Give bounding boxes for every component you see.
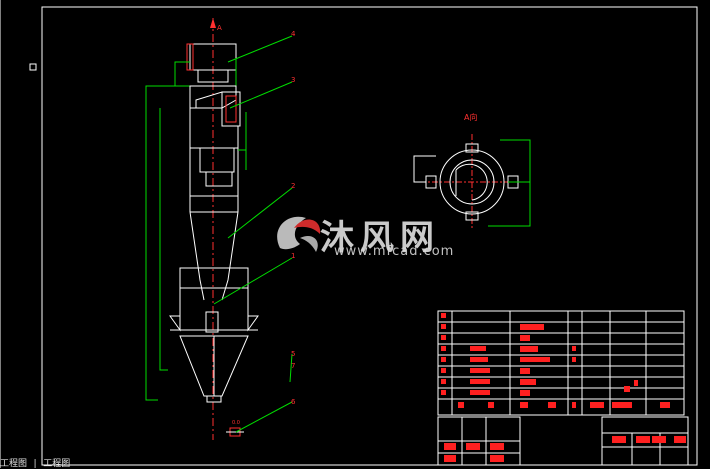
footer-text: 工程图 | 工程图 <box>0 459 71 469</box>
part-balloons: 4 3 2 1 5 7 6 0.0 A <box>217 24 296 426</box>
mfcad-logo-icon <box>277 216 321 252</box>
leader-lines <box>213 35 293 433</box>
bom-table <box>437 310 685 416</box>
balloon-5: 5 <box>291 350 295 358</box>
watermark-url: www.mfcad.com <box>334 244 455 259</box>
bom-red-entries <box>441 313 670 408</box>
arrow-label: A <box>217 24 222 32</box>
title-block-red-entries <box>444 436 686 462</box>
balloon-1: 1 <box>291 252 295 260</box>
view-a-plan <box>413 134 531 230</box>
cyclone-elevation-view <box>145 18 259 440</box>
small-note: 0.0 <box>232 420 240 426</box>
balloon-7: 7 <box>291 362 295 370</box>
balloon-6: 6 <box>291 398 296 406</box>
balloon-2: 2 <box>291 182 295 190</box>
view-a-label: A向 <box>464 112 477 122</box>
balloon-4: 4 <box>291 30 296 38</box>
balloon-3: 3 <box>291 76 295 84</box>
watermark-cn-text: 沐风网 <box>320 218 440 258</box>
title-block <box>437 416 689 466</box>
